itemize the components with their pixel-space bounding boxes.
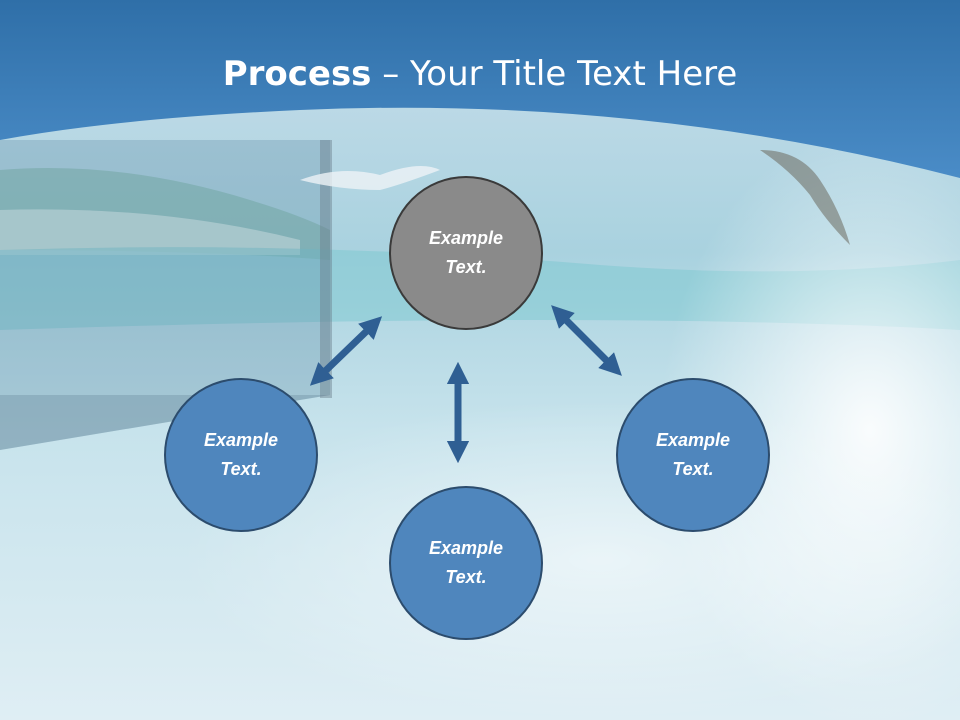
- process-node-left: Example Text.: [164, 378, 318, 532]
- title-bold-part: Process: [222, 54, 372, 94]
- arrow-top-right: [551, 305, 622, 376]
- process-node-right: Example Text.: [616, 378, 770, 532]
- process-node-top: Example Text.: [389, 176, 543, 330]
- node-top-text: Example Text.: [428, 228, 504, 277]
- process-node-bottom: Example Text.: [389, 486, 543, 640]
- node-bottom-text: Example Text.: [428, 538, 504, 587]
- node-right-text: Example Text.: [655, 430, 731, 479]
- node-left-text: Example Text.: [203, 430, 279, 479]
- arrow-top-left: [309, 316, 383, 386]
- slide-title: Process – Your Title Text Here: [0, 52, 960, 96]
- title-rest: – Your Title Text Here: [371, 54, 738, 94]
